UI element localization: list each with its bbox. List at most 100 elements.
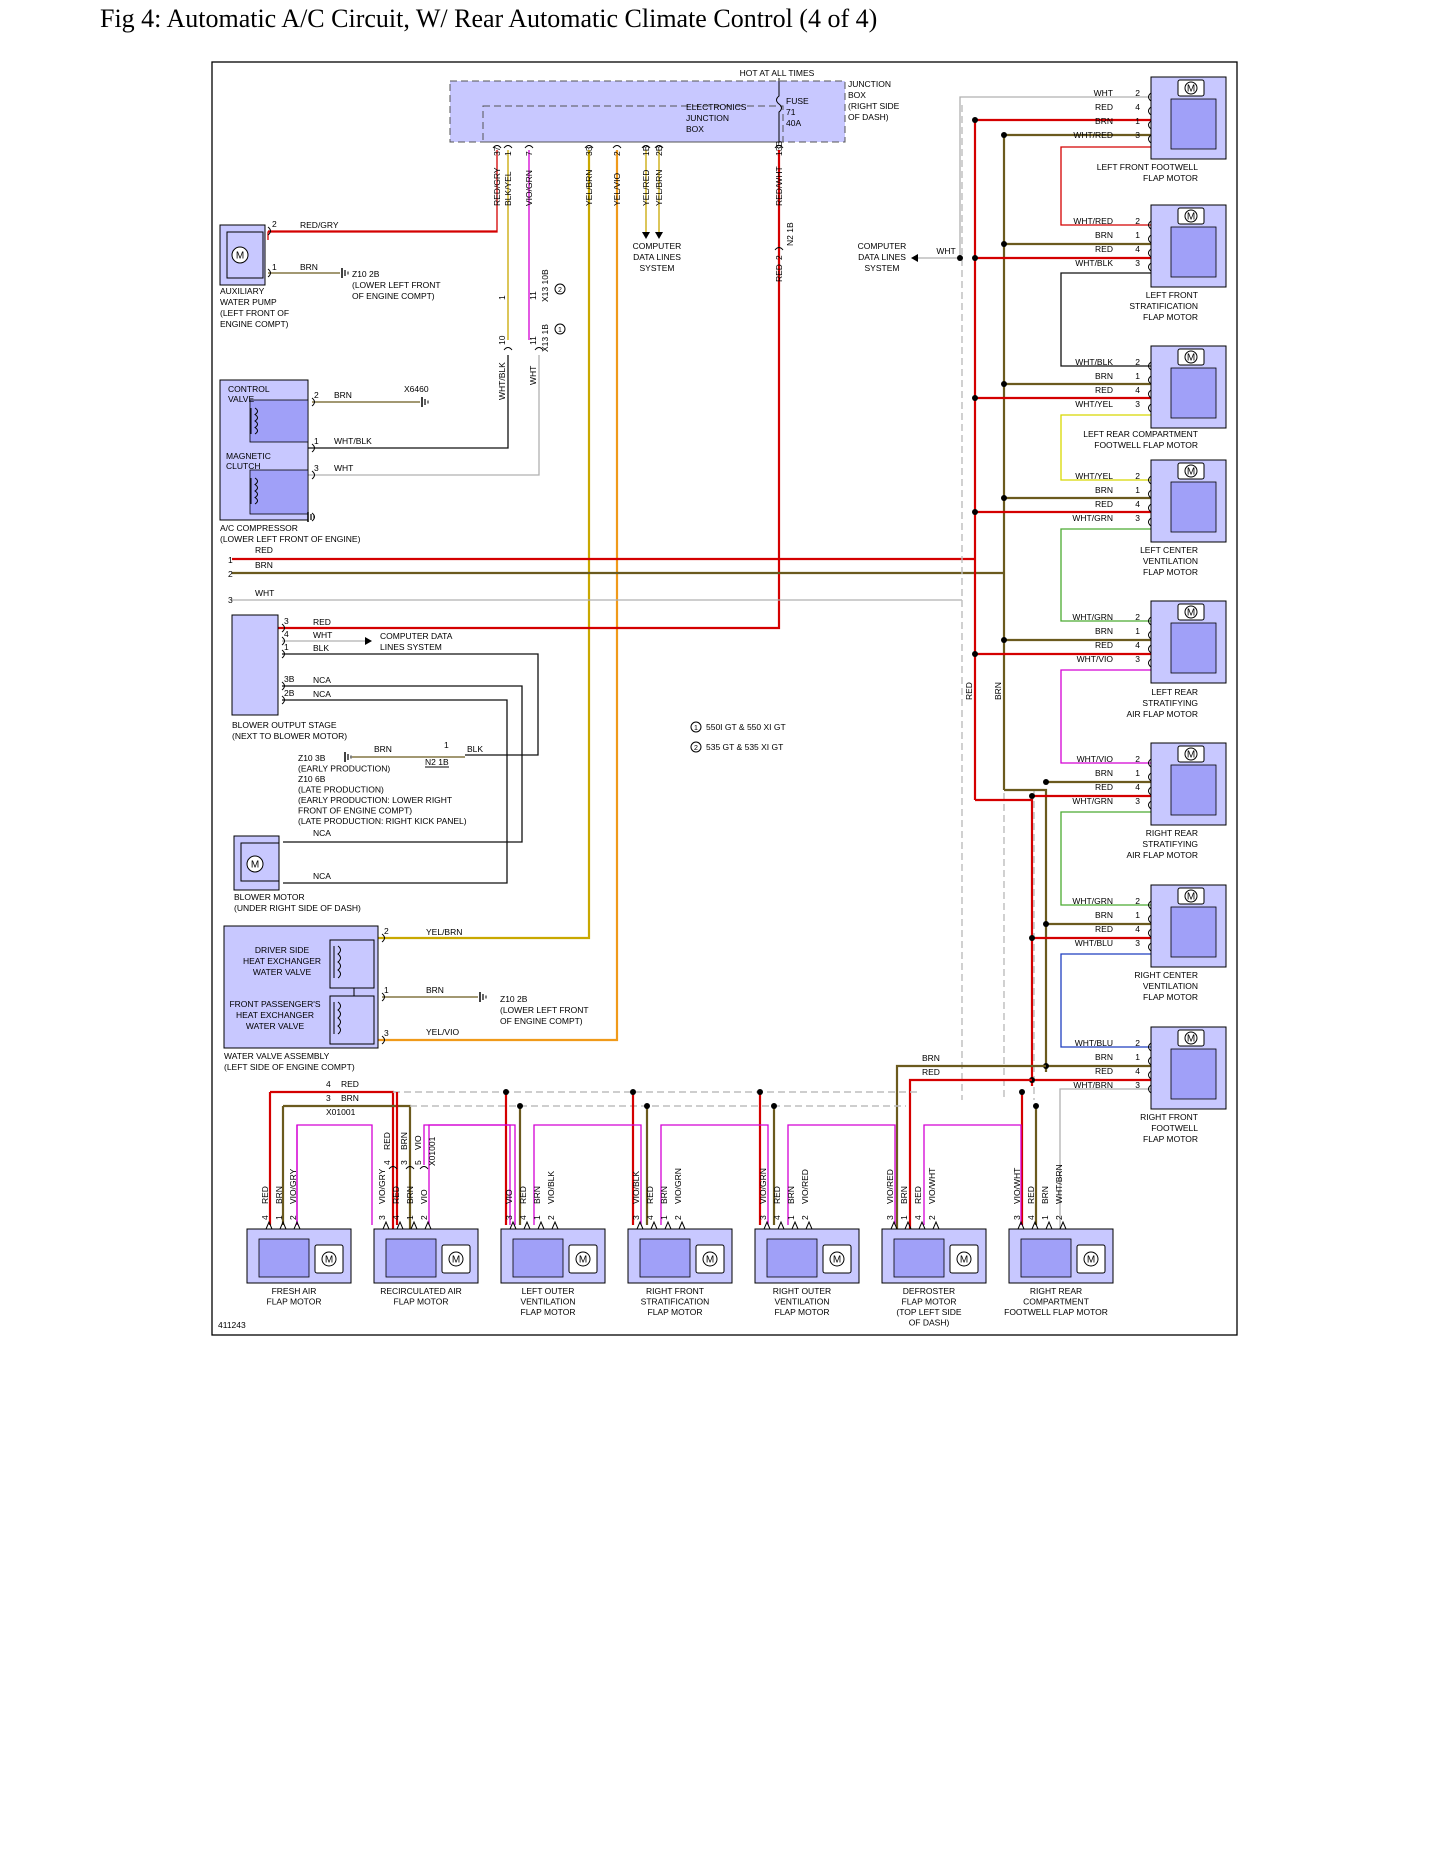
label: 2 <box>1135 754 1140 764</box>
connector-pin <box>1148 234 1152 244</box>
label: 1 <box>786 1215 796 1220</box>
label: X01001 <box>326 1107 356 1117</box>
label: JUNCTION <box>686 113 729 123</box>
label: 10 <box>497 335 507 345</box>
connector-pin <box>424 1220 432 1230</box>
bottom-motor-label: RIGHT OUTER <box>773 1286 831 1296</box>
connector-pin <box>805 1220 813 1230</box>
connector-pin <box>1045 1220 1053 1230</box>
motor-icon: M <box>1187 353 1195 364</box>
label: 2 <box>1135 88 1140 98</box>
bottom-motor-label: VENTILATION <box>520 1297 575 1307</box>
figure-title: Fig 4: Automatic A/C Circuit, W/ Rear Au… <box>100 4 878 33</box>
coil-icon <box>337 1001 341 1035</box>
bottom-flap-motor-inner <box>385 1238 437 1278</box>
label: BRN <box>274 1186 284 1204</box>
motor-icon <box>829 1251 845 1267</box>
connector-pin <box>1148 92 1152 102</box>
label: BRN <box>1095 768 1113 778</box>
splice-dot <box>1029 935 1035 941</box>
label: 3B <box>284 674 295 684</box>
label: BLK/YEL <box>503 171 513 206</box>
label: N2 1B <box>425 757 449 767</box>
right-motor-label: FOOTWELL <box>1151 1123 1198 1133</box>
label: 3 <box>1135 513 1140 523</box>
label: DATA LINES <box>633 252 681 262</box>
label: VIO/RED <box>885 1169 895 1204</box>
label: WHT/GRN <box>1072 896 1113 906</box>
bottom-motor-label: RIGHT REAR <box>1030 1286 1082 1296</box>
label: 1 <box>444 740 449 750</box>
right-motor-label: FOOTWELL FLAP MOTOR <box>1094 440 1198 450</box>
label: YEL/BRN <box>584 170 594 206</box>
connector-pin <box>1148 800 1152 810</box>
label: 3 <box>314 463 319 473</box>
label: MAGNETIC <box>226 451 271 461</box>
label: 1 <box>1135 371 1140 381</box>
label: 1 <box>1135 910 1140 920</box>
label: 3 <box>1135 258 1140 268</box>
wire-red-wht <box>278 150 781 630</box>
connector-pin <box>1031 1220 1039 1230</box>
label: 2 <box>288 1215 298 1220</box>
label: OF ENGINE COMPT) <box>500 1016 583 1026</box>
splice-dot <box>771 1103 777 1109</box>
splice-dot <box>517 1103 523 1109</box>
connector-pin <box>410 1220 418 1230</box>
label: VIO <box>419 1189 429 1204</box>
label: VIO/GRY <box>377 1168 387 1204</box>
label: 1 <box>1135 626 1140 636</box>
wire <box>660 1124 769 1225</box>
connector-pin <box>523 1220 531 1230</box>
connector-pin <box>1148 517 1152 527</box>
label: 2 <box>612 151 622 156</box>
label: VIO/BLK <box>546 1171 556 1204</box>
label: 3 <box>284 616 289 626</box>
connector-pin <box>1148 630 1152 640</box>
label: X6460 <box>404 384 429 394</box>
label: 3 <box>326 1093 331 1103</box>
label: 2 <box>1135 896 1140 906</box>
label: WHT <box>255 588 274 598</box>
label: 1 <box>1135 230 1140 240</box>
label: RED <box>1095 1066 1113 1076</box>
label: BOX <box>686 124 704 134</box>
label: BRN <box>426 985 444 995</box>
motor-icon: M <box>452 1255 460 1266</box>
label: COMPUTER <box>858 241 907 251</box>
label: 3 <box>1135 654 1140 664</box>
label: 1 <box>1135 116 1140 126</box>
label: 2 <box>1135 357 1140 367</box>
label: 2 <box>1135 1038 1140 1048</box>
label: BRN <box>659 1186 669 1204</box>
label: Z10 2B <box>352 269 380 279</box>
label: 1 <box>532 1215 542 1220</box>
label: BRN <box>341 1093 359 1103</box>
right-flap-motor-inner <box>1170 226 1217 278</box>
wire <box>428 1124 516 1225</box>
motor-icon <box>1184 747 1198 761</box>
connector-pin <box>1148 389 1152 399</box>
label: BRN <box>374 744 392 754</box>
label: (UNDER RIGHT SIDE OF DASH) <box>234 903 361 913</box>
label: VIO <box>413 1135 423 1150</box>
label: N2 1B <box>785 222 795 246</box>
label: RED <box>1095 385 1113 395</box>
label: WHT/BLU <box>1075 938 1113 948</box>
wire <box>923 1124 1022 1225</box>
right-flap-motor-inner <box>1170 764 1217 816</box>
label: ENGINE COMPT) <box>220 319 289 329</box>
label: CLUTCH <box>226 461 260 471</box>
label: 13B <box>774 141 784 156</box>
right-motor-label: LEFT REAR <box>1151 687 1198 697</box>
label: Z10 2B <box>500 994 528 1004</box>
wire <box>1060 528 1151 622</box>
label: 1 <box>274 1215 284 1220</box>
label: 1 <box>899 1215 909 1220</box>
label: FRONT PASSENGER'S <box>229 999 320 1009</box>
label: A/C COMPRESSOR <box>220 523 298 533</box>
label: WHT/YEL <box>1075 399 1113 409</box>
connector-pin <box>311 443 315 453</box>
splice-dot <box>1001 637 1007 643</box>
connector-pin <box>492 145 502 149</box>
